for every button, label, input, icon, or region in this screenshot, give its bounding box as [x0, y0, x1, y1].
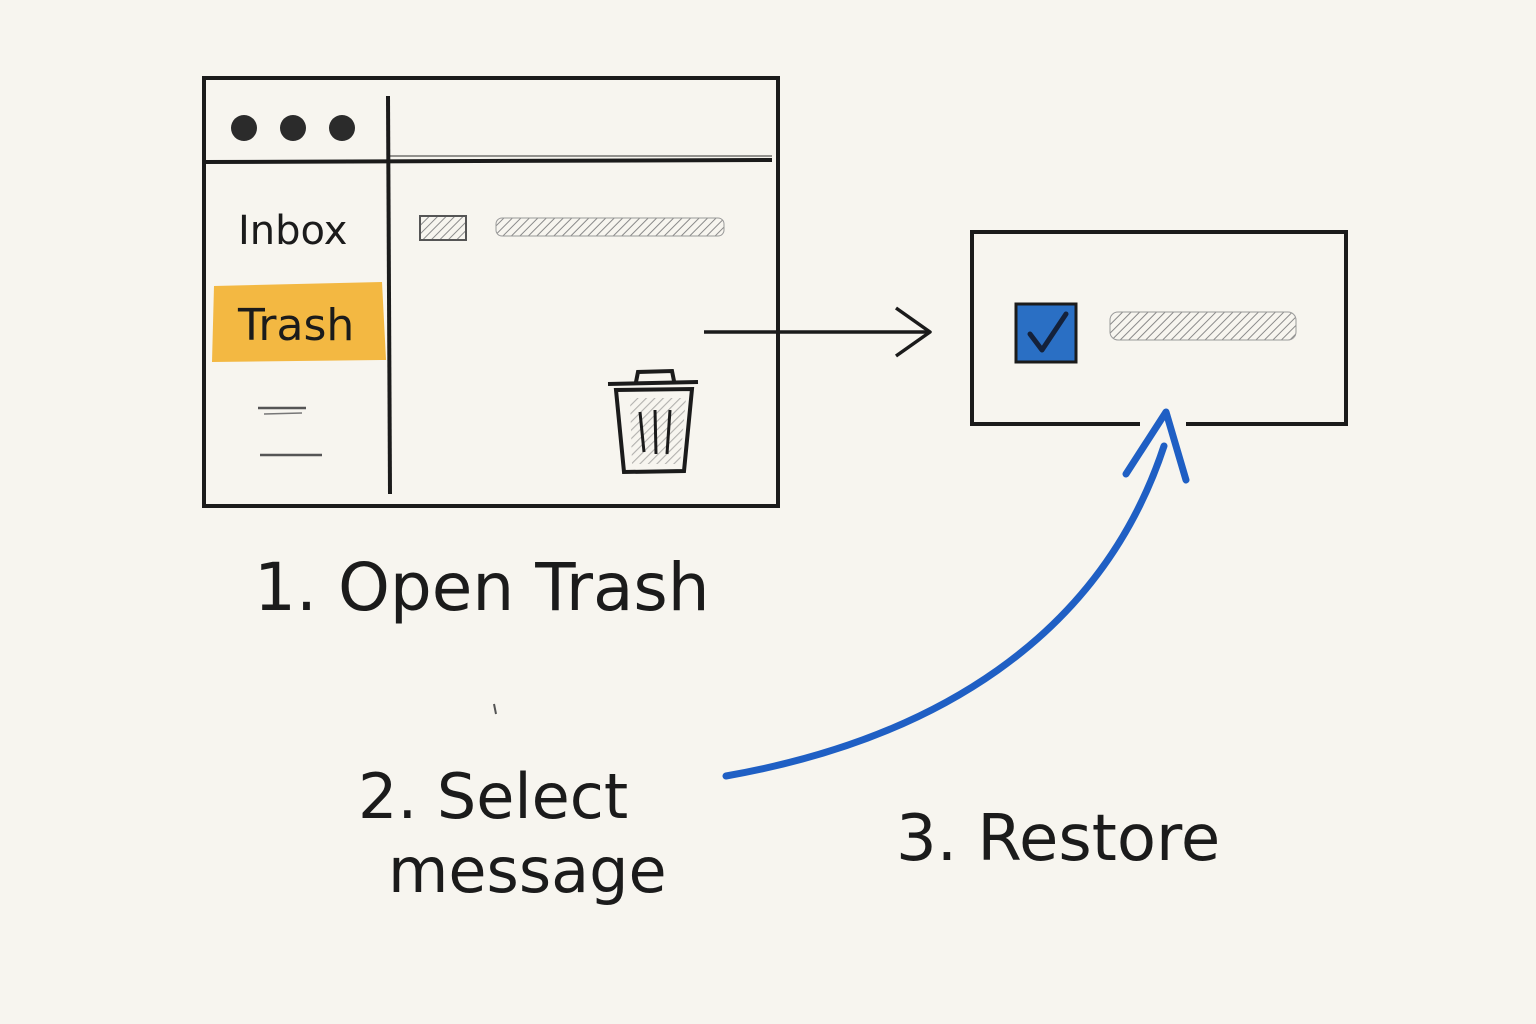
step-3-label: 3. Restore	[896, 802, 1220, 876]
dot-icon[interactable]	[231, 115, 257, 141]
trash-can-icon[interactable]	[607, 368, 699, 475]
restore-panel	[970, 230, 1348, 428]
connector-arrow	[704, 306, 932, 358]
restored-message-placeholder	[1109, 311, 1297, 341]
dot-icon[interactable]	[280, 115, 306, 141]
step-2-label-line1: 2. Select	[358, 760, 628, 833]
window-controls	[231, 115, 355, 141]
message-subject-placeholder	[495, 217, 725, 237]
titlebar-divider	[203, 158, 773, 164]
sidebar-divider	[386, 95, 392, 495]
sidebar-item-trash-label: Trash	[237, 300, 354, 351]
envelope-icon	[419, 215, 467, 241]
mail-window-frame	[202, 76, 780, 508]
message-row[interactable]	[419, 215, 725, 241]
dot-icon[interactable]	[329, 115, 355, 141]
mail-window: Inbox Trash	[202, 76, 780, 508]
step-2-label-line2: message	[388, 834, 667, 907]
checkbox-checked-icon[interactable]	[1014, 302, 1078, 364]
step-1-label: 1. Open Trash	[254, 549, 710, 626]
sidebar-item-trash[interactable]: Trash	[212, 282, 386, 362]
sidebar-placeholder-lines	[258, 406, 322, 457]
restore-arrow	[722, 408, 1190, 780]
pencil-mark	[493, 703, 497, 715]
trash-highlight	[212, 282, 386, 362]
sidebar-item-inbox[interactable]: Inbox	[238, 208, 347, 254]
